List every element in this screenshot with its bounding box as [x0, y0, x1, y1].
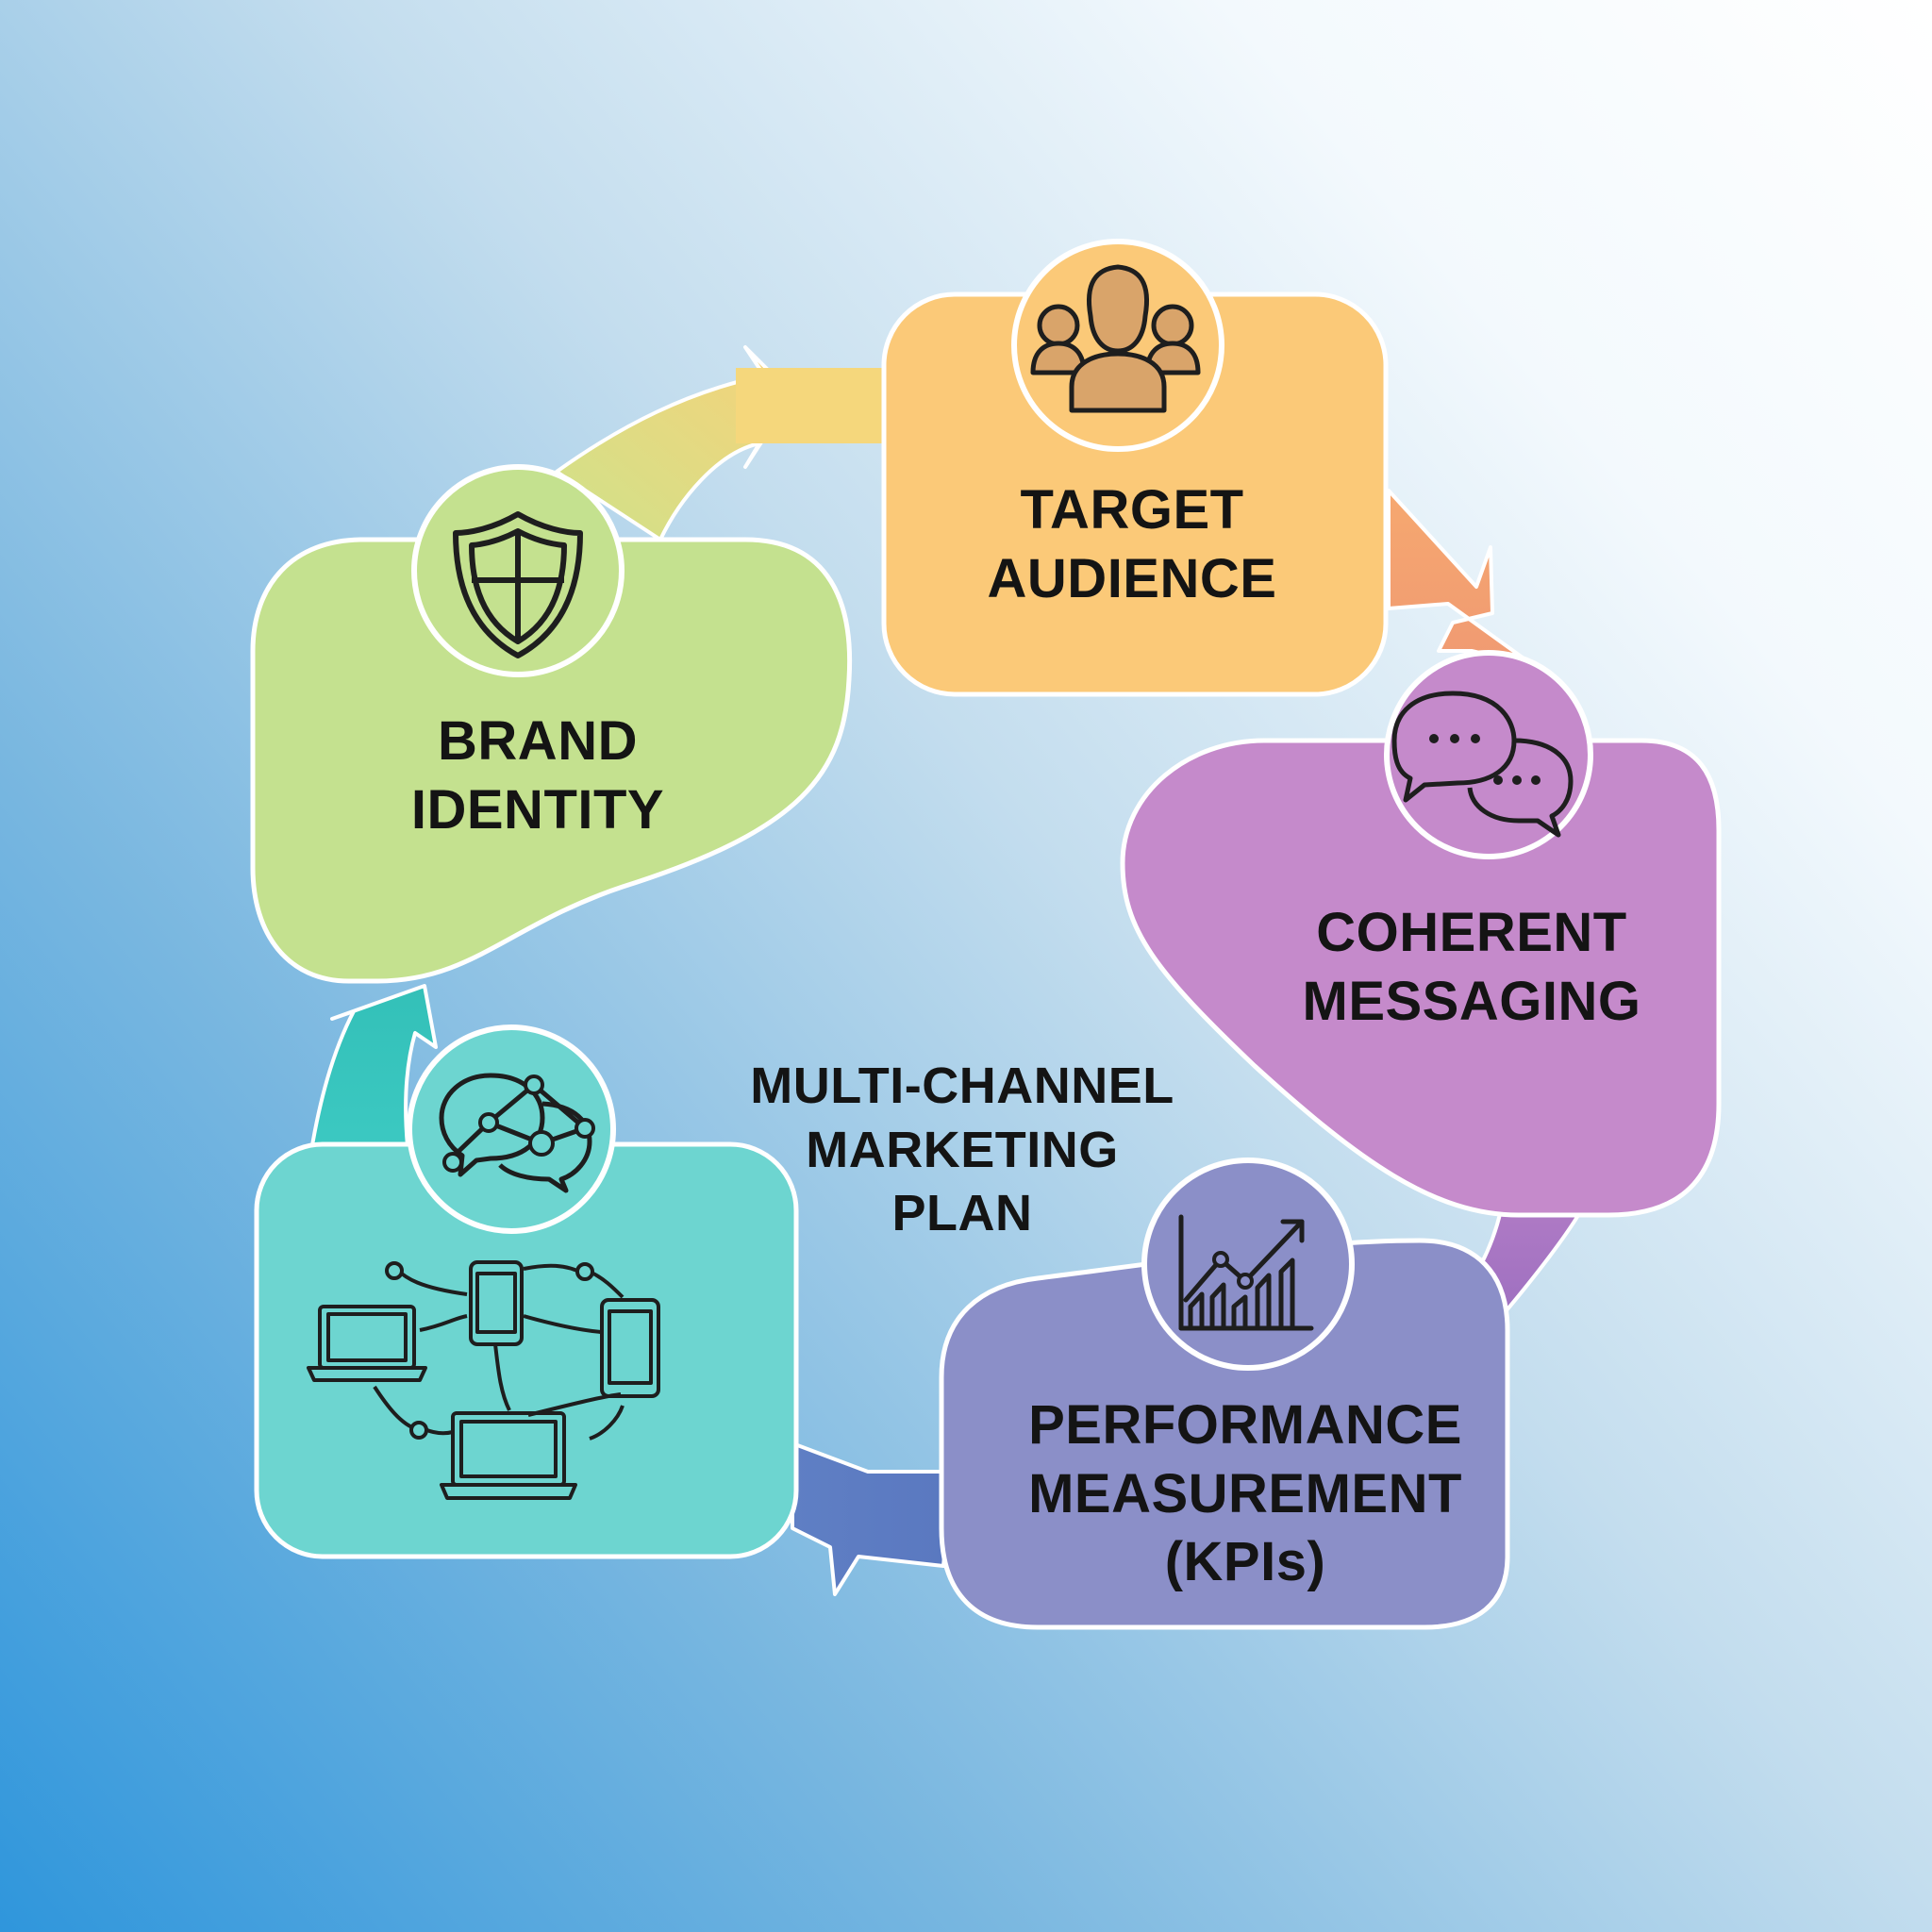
- center-title-line3: PLAN: [891, 1185, 1033, 1241]
- label-brand-identity: BRAND IDENTITY: [358, 708, 717, 844]
- shield-icon: [411, 464, 625, 677]
- label-brand-identity-line2: IDENTITY: [410, 778, 665, 841]
- label-target-audience-line1: TARGET: [1020, 479, 1244, 541]
- connected-bubbles-icon: [407, 1024, 616, 1234]
- label-performance-measurement-line2: MEASUREMENT: [1028, 1462, 1462, 1524]
- growth-chart-icon: [1141, 1158, 1355, 1371]
- arrow-brand-to-audience: [555, 345, 887, 541]
- arrow-performance-to-channels: [791, 1441, 955, 1596]
- center-title: MULTI-CHANNEL MARKETING PLAN: [717, 1055, 1208, 1246]
- chat-bubbles-icon: [1384, 650, 1593, 859]
- label-target-audience-line2: AUDIENCE: [987, 547, 1277, 609]
- label-target-audience: TARGET AUDIENCE: [943, 476, 1321, 613]
- node-brand-identity: [250, 537, 853, 984]
- connected-devices-illustration: [307, 1260, 660, 1500]
- label-performance-measurement-line1: PERFORMANCE: [1028, 1394, 1462, 1456]
- label-performance-measurement-line3: (KPIs): [1164, 1531, 1326, 1592]
- label-performance-measurement: PERFORMANCE MEASUREMENT (KPIs): [1000, 1391, 1491, 1597]
- center-title-line1: MULTI-CHANNEL: [750, 1058, 1174, 1114]
- label-coherent-messaging: COHERENT MESSAGING: [1283, 899, 1660, 1036]
- arrow-audience-to-messaging: [1387, 489, 1535, 667]
- label-brand-identity-line1: BRAND: [438, 710, 638, 772]
- label-coherent-messaging-line1: COHERENT: [1316, 902, 1627, 963]
- label-coherent-messaging-line2: MESSAGING: [1302, 970, 1641, 1032]
- node-coherent-messaging: [1120, 738, 1722, 1218]
- center-title-line2: MARKETING: [806, 1121, 1119, 1178]
- audience-group-icon: [1011, 239, 1224, 452]
- arrow-channels-to-brand: [309, 984, 438, 1153]
